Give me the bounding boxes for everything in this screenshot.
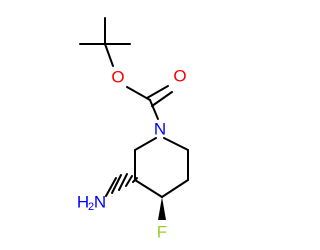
bond-carbonyl-double-b — [151, 91, 173, 107]
bond-tbu-to-ester-oxygen — [104, 43, 114, 67]
ring-nitrogen-label: N — [154, 120, 166, 139]
fluorine-label: F — [157, 223, 167, 242]
ester-oxygen-label: O — [111, 68, 124, 87]
bond-carbonyl-double-a — [146, 85, 169, 99]
solid-wedge-fluorine — [158, 197, 166, 220]
bond-ring-n-c2 — [163, 137, 189, 151]
bond-carbonyl-to-nitrogen — [149, 99, 159, 120]
hashed-wedge-amine — [105, 173, 138, 197]
bond-ring-c4-c5 — [134, 179, 163, 198]
molecule-structure: O O N H 2 N F — [76, 17, 189, 242]
carbonyl-oxygen-label: O — [173, 67, 186, 86]
bond-ring-c6-n — [134, 137, 157, 151]
amine-h-label: H — [77, 193, 89, 212]
amine-subscript-label: 2 — [88, 201, 94, 213]
bond-ring-c3-c4 — [161, 179, 189, 198]
amine-n-label: N — [94, 193, 106, 212]
structure-svg: O O N H 2 N F — [77, 17, 189, 242]
